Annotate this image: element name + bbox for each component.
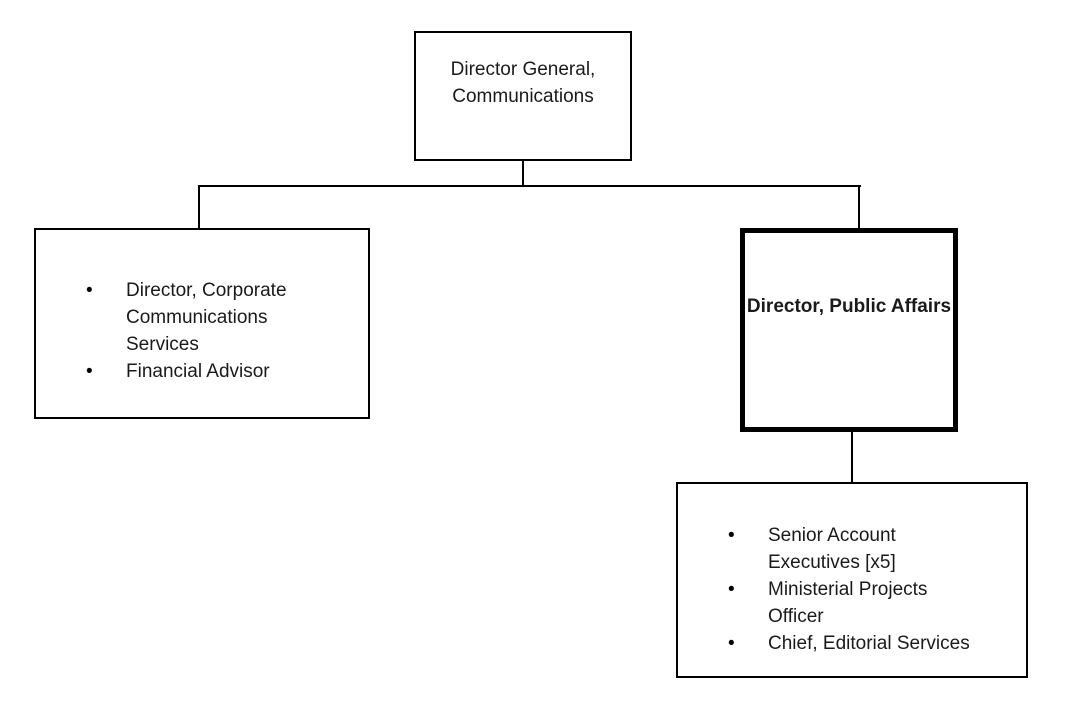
- corporate-group-list: Director, Corporate Communications Servi…: [86, 277, 336, 385]
- connector-dg-to-bus: [522, 161, 524, 187]
- list-item: Financial Advisor: [86, 358, 336, 385]
- node-director-general[interactable]: Director General, Communications: [414, 31, 632, 161]
- node-director-general-label: Director General, Communications: [450, 59, 596, 107]
- connector-bus-horizontal: [198, 185, 861, 187]
- list-item: Senior Account Executives [x5]: [728, 522, 988, 576]
- node-public-affairs-reports[interactable]: Senior Account Executives [x5] Ministeri…: [676, 482, 1028, 678]
- public-affairs-reports-list: Senior Account Executives [x5] Ministeri…: [728, 522, 988, 657]
- list-item: Chief, Editorial Services: [728, 630, 988, 657]
- list-item: Ministerial Projects Officer: [728, 576, 988, 630]
- connector-public-affairs-to-reports: [851, 430, 853, 483]
- list-item: Director, Corporate Communications Servi…: [86, 277, 336, 358]
- node-director-public-affairs[interactable]: Director, Public Affairs: [740, 228, 958, 432]
- connector-bus-to-left-group: [198, 185, 200, 229]
- node-corporate-group[interactable]: Director, Corporate Communications Servi…: [34, 228, 370, 419]
- connector-bus-to-public-affairs: [858, 185, 860, 230]
- node-director-public-affairs-label: Director, Public Affairs: [746, 296, 952, 317]
